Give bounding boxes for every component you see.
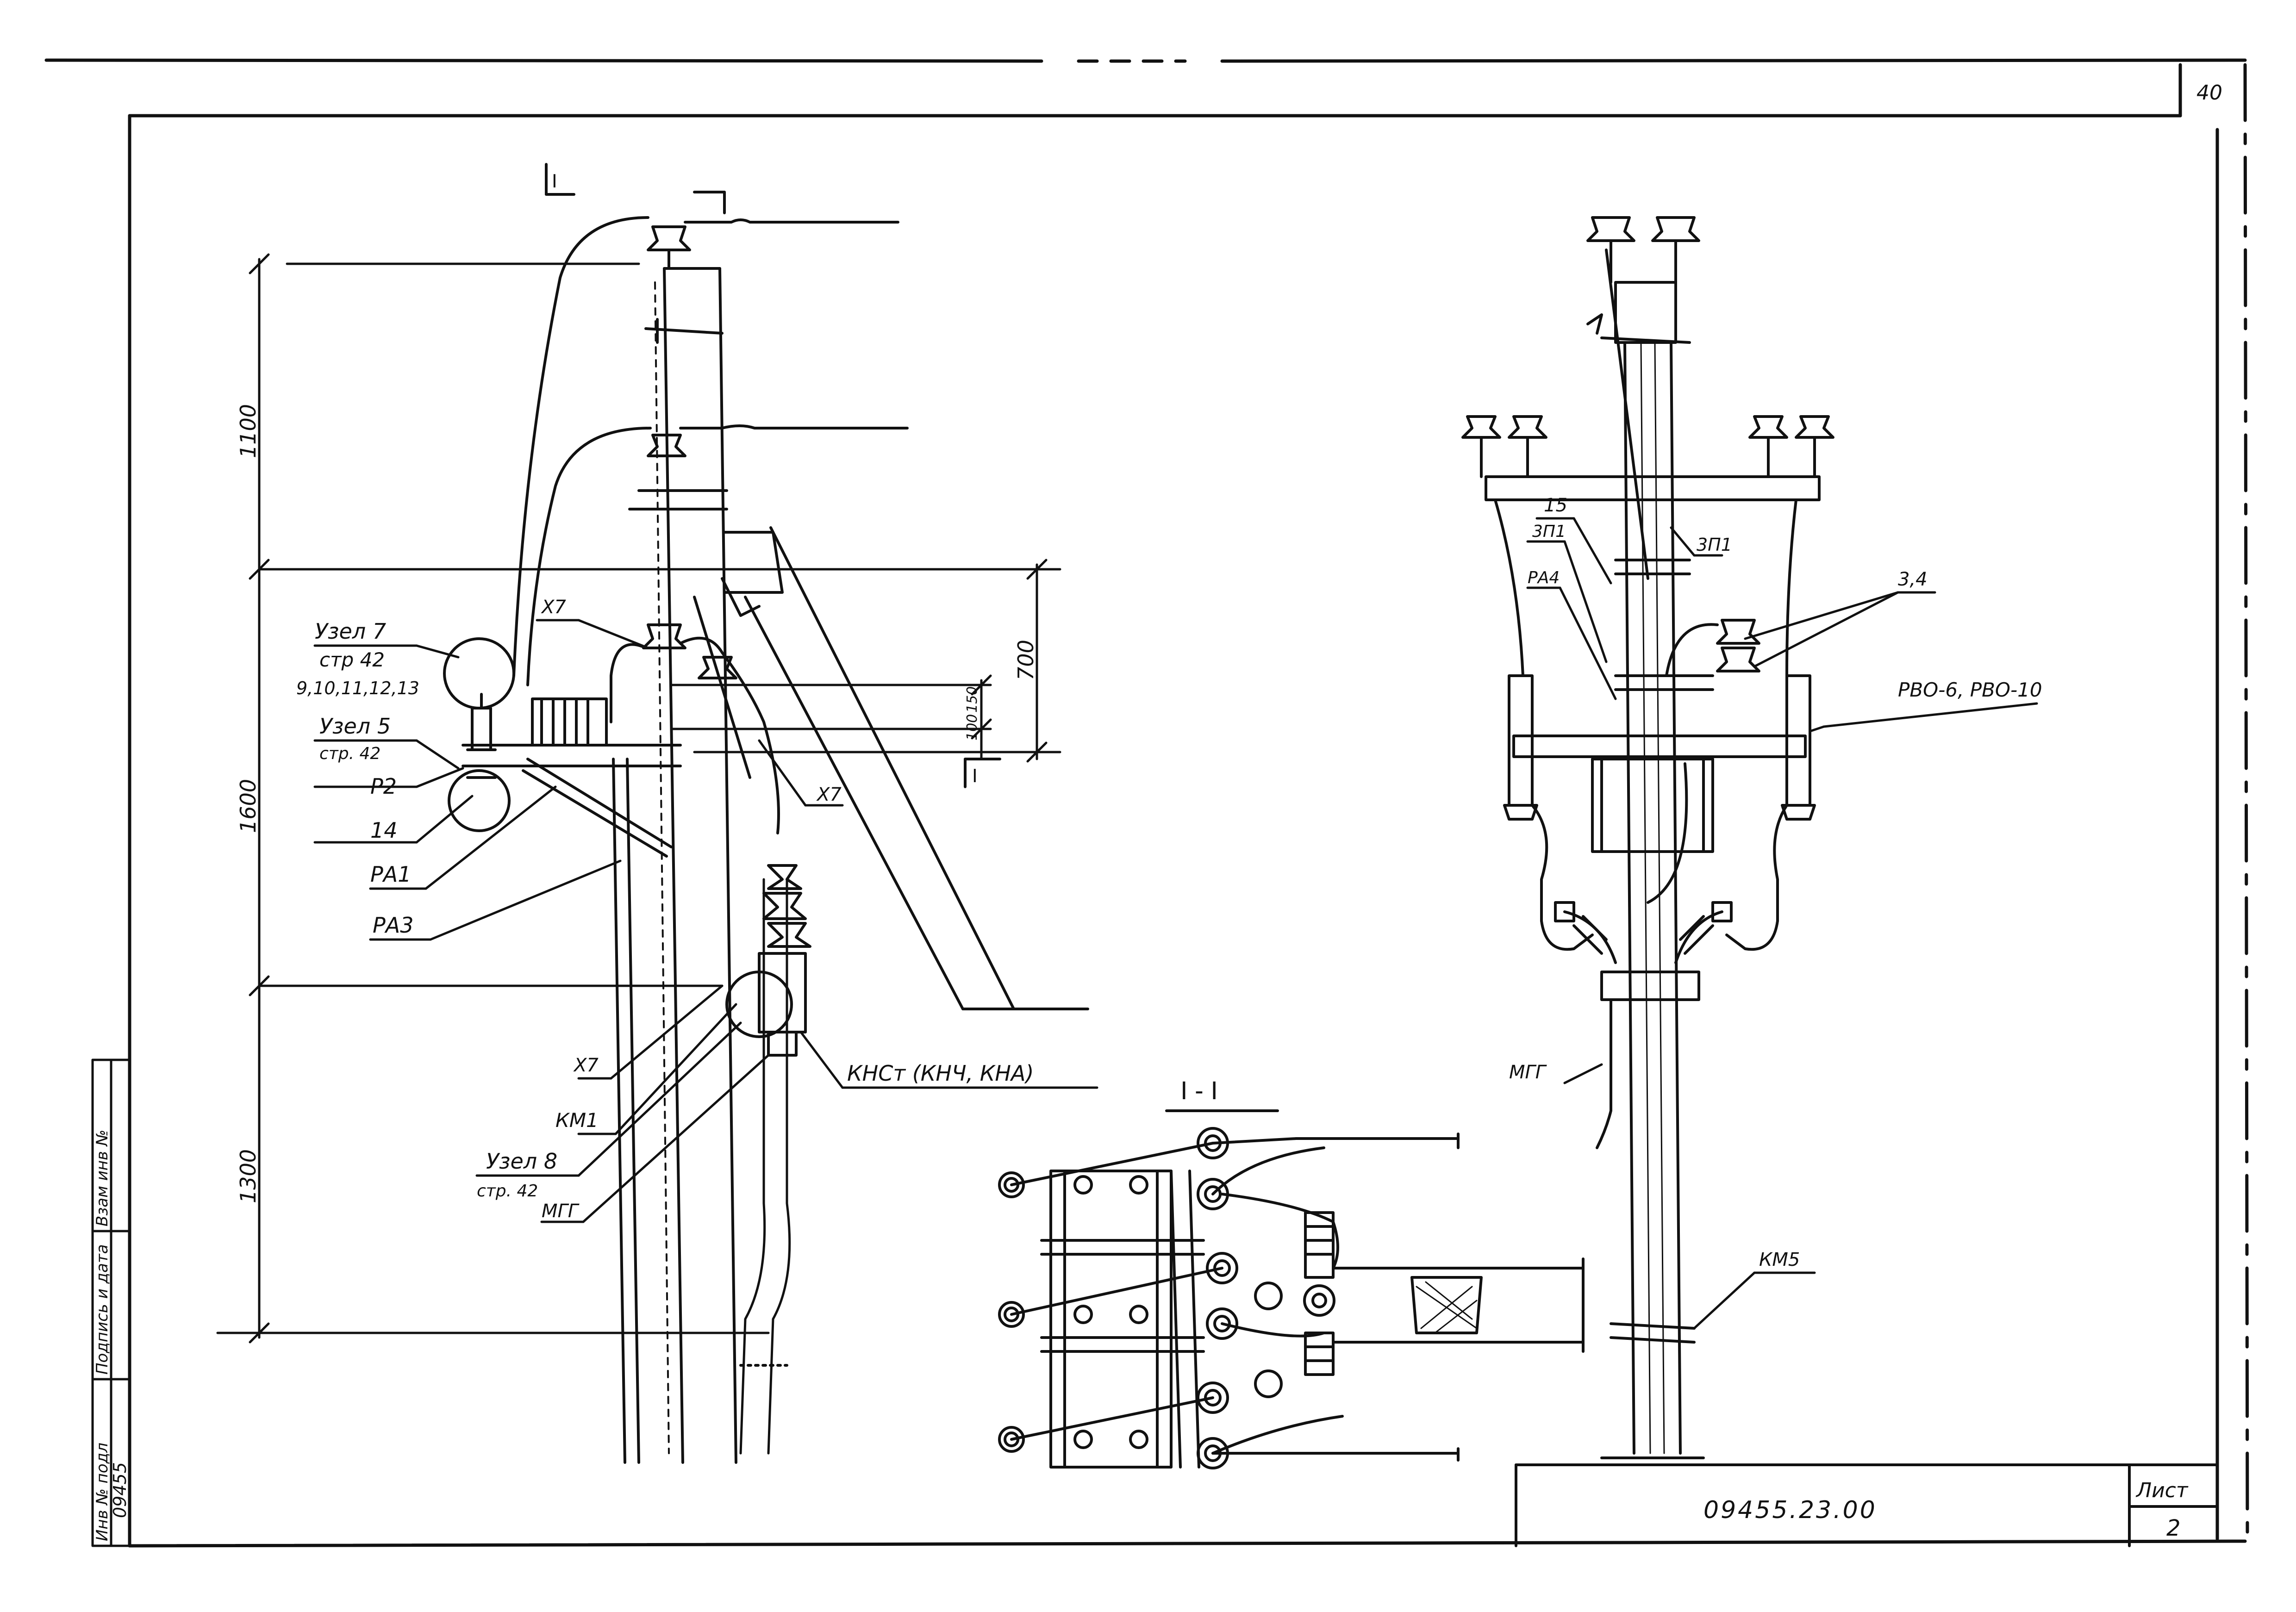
sheet-frame (44, 58, 2249, 1548)
front-view-leaders (1526, 517, 2038, 1330)
title-block (1515, 1463, 2219, 1547)
section-marker-top: I (552, 170, 557, 192)
side-view-pole (443, 216, 1089, 1464)
label-khs: КНСт (КНЧ, КНА) (847, 1061, 1034, 1086)
stamp-inv-label: Инв № подл (93, 1443, 112, 1541)
dim-150: 150 (964, 686, 980, 713)
section-plan (998, 1127, 1585, 1469)
label-p2: Р2 (370, 774, 397, 799)
label-mgg-front: МГГ (1509, 1062, 1547, 1083)
dim-1300: 1300 (236, 1149, 261, 1203)
label-pa4: РА4 (1528, 568, 1560, 587)
label-rvo: РВО-6, РВО-10 (1898, 678, 2042, 701)
label-x7-top: Х7 (541, 597, 566, 618)
side-view-leaders (313, 619, 1098, 1223)
label-km5: КМ5 (1759, 1249, 1800, 1270)
dim-100: 100 (964, 714, 980, 741)
label-uzel7: Узел 7 (315, 619, 386, 644)
section-markers (545, 163, 1001, 788)
label-x7-right: Х7 (816, 784, 842, 805)
label-zp1-left: 3П1 (1532, 522, 1566, 541)
label-x7-low: Х7 (573, 1055, 599, 1076)
label-uzel5: Узел 5 (319, 714, 391, 739)
label-pa3: РА3 (373, 913, 413, 938)
left-stamp (91, 1058, 131, 1547)
label-uzel7-items: 9,10,11,12,13 (296, 678, 419, 698)
section-title: I - I (1180, 1076, 1218, 1105)
label-uzel5-page: стр. 42 (319, 744, 381, 763)
label-uzel7-page: стр 42 (319, 648, 385, 671)
label-uzel8: Узел 8 (486, 1149, 557, 1174)
stamp-sign-label: Подпись и дата (93, 1244, 112, 1375)
stamp-replace-label: Взам инв № (93, 1130, 112, 1226)
sheet-label: Лист (2135, 1479, 2189, 1502)
label-uzel8-page: стр. 42 (477, 1182, 538, 1201)
dim-1100: 1100 (236, 404, 261, 458)
label-pa1: РА1 (370, 862, 411, 887)
stamp-inv-value: 09455 (110, 1462, 130, 1518)
front-view (1461, 216, 1834, 1459)
sheet-number: 2 (2166, 1515, 2181, 1541)
drawing-number: 09455.23.00 (1703, 1496, 1877, 1524)
section-marker-mid: I (972, 765, 978, 786)
dim-1600: 1600 (236, 779, 261, 833)
page-number: 40 (2196, 81, 2222, 105)
dim-700: 700 (1013, 640, 1038, 680)
label-34: 3,4 (1898, 569, 1928, 590)
label-mgg-side: МГГ (542, 1201, 580, 1222)
label-15: 15 (1544, 495, 1567, 516)
label-zp1-right: 3П1 (1697, 535, 1732, 555)
label-14: 14 (370, 818, 398, 843)
label-km1: КМ1 (555, 1109, 599, 1132)
side-view-dimensions (216, 253, 1061, 1344)
